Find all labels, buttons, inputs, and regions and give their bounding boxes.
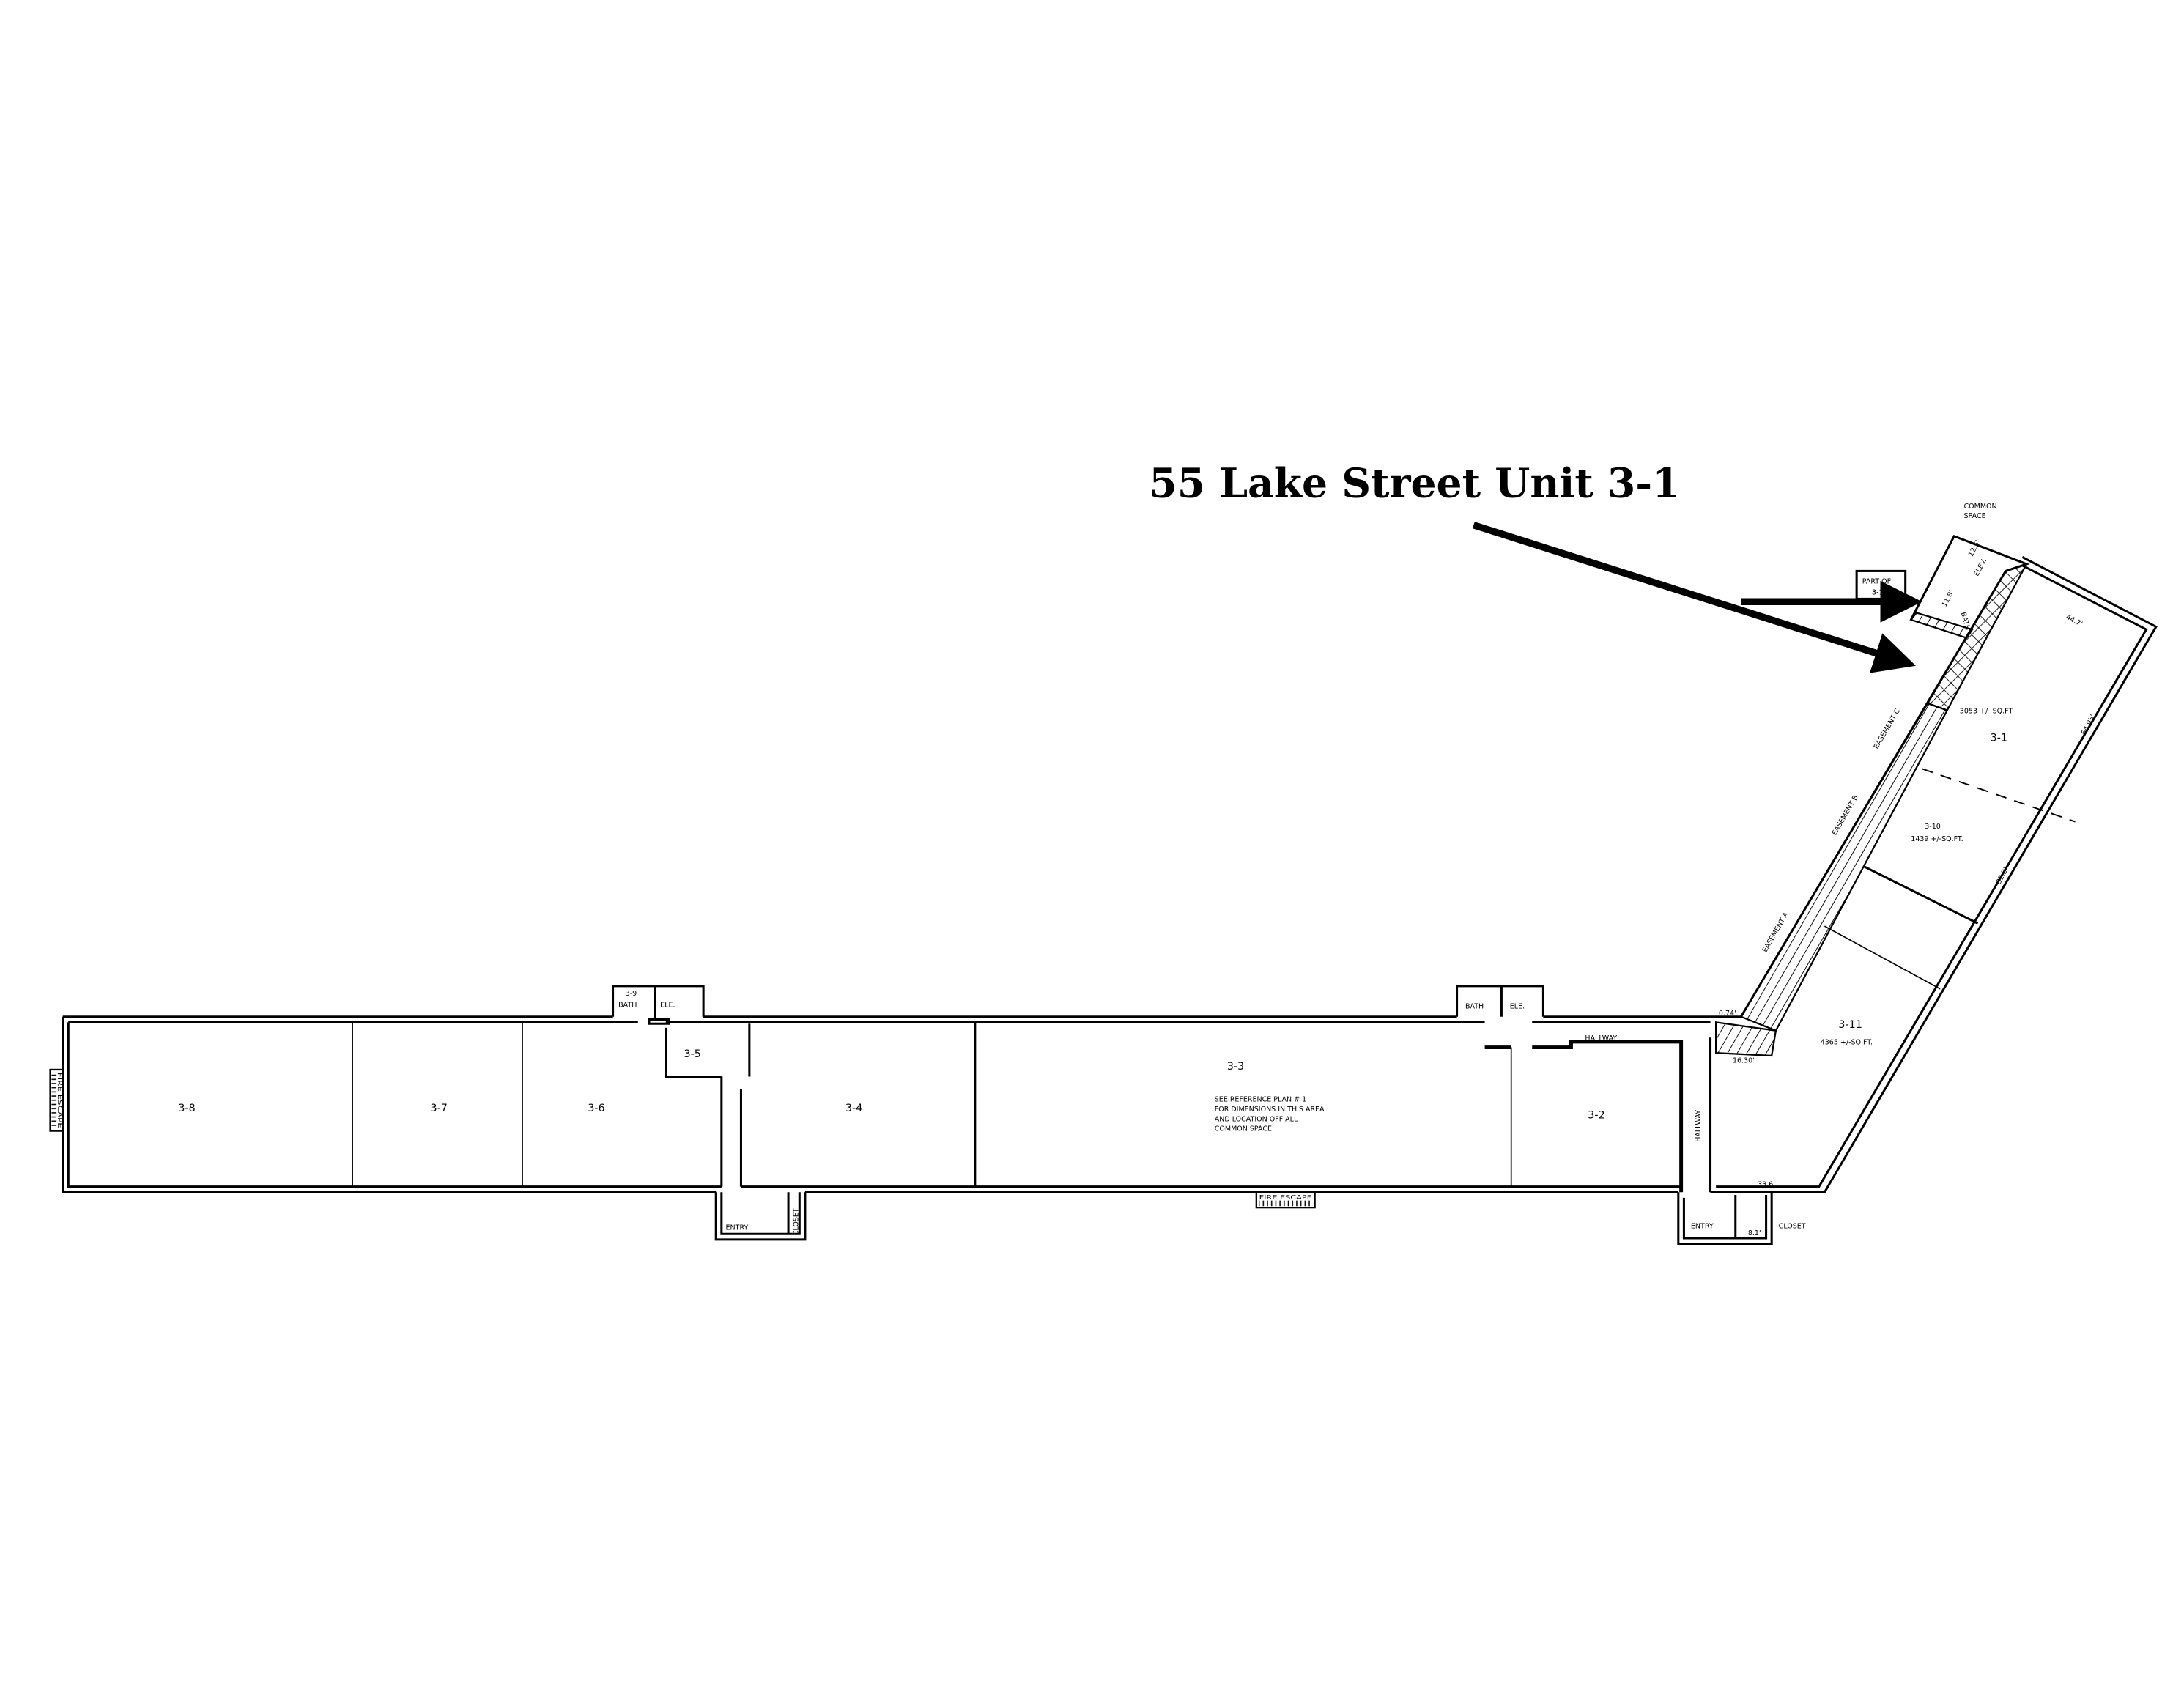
room-3-1-label: 3-1: [1991, 732, 2007, 744]
ele-label: ELE.: [660, 1001, 675, 1009]
room-3-10-area: 1439 +/-SQ.FT.: [1911, 835, 1963, 843]
entry-label: ENTRY: [1691, 1223, 1714, 1231]
common-space-label-2: SPACE: [1964, 512, 1986, 520]
bath-ele-east: BATH ELE.: [1456, 985, 1544, 1017]
dimension-label: 11.8': [1941, 589, 1956, 608]
room-3-8-label: 3-8: [178, 1103, 195, 1114]
closet-label: CLOSET: [1779, 1223, 1806, 1231]
entry-west: ENTRY CLOSET: [714, 1192, 807, 1241]
room-3-10-label: 3-10: [1925, 823, 1941, 831]
room-3-5-label: 3-5: [684, 1048, 701, 1060]
reference-note: SEE REFERENCE PLAN # 1 FOR DIMENSIONS IN…: [1215, 1096, 1325, 1133]
note-line: AND LOCATION OFF ALL: [1215, 1115, 1298, 1123]
dimension-label: 32.2': [1995, 866, 2010, 885]
room-3-3-label: 3-3: [1227, 1061, 1244, 1073]
hallway-vertical-label: HALLWAY: [1695, 1110, 1703, 1142]
fire-escape-label: FIRE ESCAPE: [1259, 1194, 1312, 1201]
dimension-label: 8.1': [1748, 1229, 1761, 1237]
easement-c-label: EASEMENT C: [1873, 707, 1902, 750]
room-3-11-label: 3-11: [1838, 1019, 1862, 1031]
angled-wing: PART OF 3-1 COMMON SPACE BATH ELEV. 11.8…: [1710, 503, 2158, 1193]
room-3-2-label: 3-2: [1588, 1109, 1604, 1121]
common-space-label: COMMON: [1964, 503, 1997, 511]
note-line: COMMON SPACE.: [1215, 1125, 1274, 1133]
ele-label: ELE.: [1510, 1002, 1525, 1010]
dimension-label: 33.6': [1758, 1181, 1775, 1189]
entry-east: ENTRY CLOSET 8.1': [1677, 1192, 1806, 1245]
part-of-unit-label: 3-1: [1872, 589, 1884, 597]
room-3-9-label: 3-9: [626, 990, 637, 998]
fire-escape-south: FIRE ESCAPE: [1255, 1191, 1316, 1209]
arrow-to-unit: [1472, 522, 1916, 673]
bath-ele-west: 3-9 BATH ELE.: [612, 985, 722, 1078]
room-3-11-area: 4365 +/-SQ.FT.: [1821, 1039, 1873, 1047]
part-of-label: PART OF: [1862, 578, 1891, 586]
elev-label: ELEV.: [1972, 558, 1988, 578]
fire-escape-label: FIRE ESCAPE: [56, 1073, 63, 1128]
note-line: SEE REFERENCE PLAN # 1: [1215, 1096, 1306, 1104]
bath-label: BATH: [618, 1001, 637, 1009]
note-line: FOR DIMENSIONS IN THIS AREA: [1215, 1106, 1325, 1114]
bath-label: BATH: [1465, 1002, 1484, 1010]
dimension-label: 44.7': [2065, 613, 2084, 629]
entry-label: ENTRY: [726, 1224, 749, 1232]
dimension-label: 16.30': [1733, 1056, 1755, 1065]
hallway-label: HALLWAY: [1585, 1034, 1617, 1043]
main-building: [62, 1015, 1712, 1193]
dimension-label: 0.74': [1719, 1010, 1736, 1018]
closet-label: CLOSET: [792, 1208, 800, 1235]
plan-title: 55 Lake Street Unit 3-1: [1149, 459, 1680, 507]
room-3-4-label: 3-4: [845, 1103, 862, 1114]
room-3-1-area: 3053 +/- SQ.FT: [1960, 707, 2013, 715]
fire-escape-west: FIRE ESCAPE: [49, 1068, 64, 1132]
room-3-6-label: 3-6: [588, 1103, 604, 1114]
room-3-7-label: 3-7: [431, 1103, 448, 1114]
